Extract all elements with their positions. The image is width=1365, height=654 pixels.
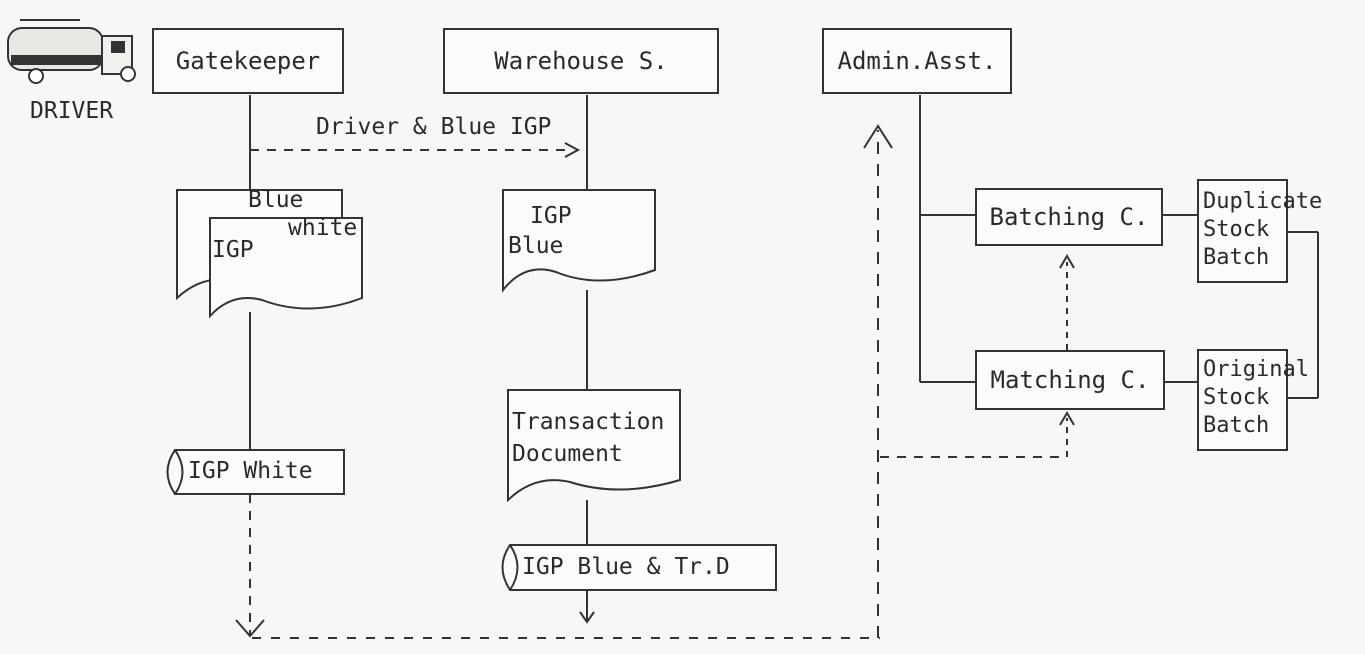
admin-box[interactable]: Admin.Asst.	[822, 28, 1012, 94]
gatekeeper-doc-line2: white	[288, 214, 357, 242]
flow-label: Driver & Blue IGP	[316, 116, 551, 139]
matching-label: Matching C.	[991, 366, 1150, 394]
duplicate-line2: Stock	[1203, 216, 1269, 243]
gatekeeper-doc-line3: IGP	[212, 236, 254, 264]
original-line2: Stock	[1203, 384, 1269, 411]
driver-label: DRIVER	[30, 100, 113, 123]
warehouse-box[interactable]: Warehouse S.	[443, 28, 719, 94]
original-line1: Original	[1203, 356, 1309, 383]
gatekeeper-box[interactable]: Gatekeeper	[152, 28, 344, 94]
gatekeeper-label: Gatekeeper	[176, 47, 321, 75]
transaction-doc-line1: Transaction	[512, 408, 664, 436]
truck-icon	[8, 20, 135, 83]
warehouse-doc-line2: Blue	[508, 232, 563, 260]
warehouse-label: Warehouse S.	[494, 47, 667, 75]
warehouse-doc-line1: IGP	[530, 202, 572, 230]
igp-blue-file-label: IGP Blue & Tr.D	[522, 553, 730, 581]
admin-label: Admin.Asst.	[838, 47, 997, 75]
matching-box[interactable]: Matching C.	[975, 350, 1165, 410]
transaction-doc-line2: Document	[512, 440, 623, 468]
igp-white-file-label: IGP White	[188, 457, 313, 485]
original-line3: Batch	[1203, 412, 1269, 439]
duplicate-line1: Duplicate	[1203, 188, 1322, 215]
duplicate-line3: Batch	[1203, 244, 1269, 271]
batching-box[interactable]: Batching C.	[975, 188, 1163, 246]
batching-label: Batching C.	[990, 203, 1149, 231]
gatekeeper-doc-line1: Blue	[248, 186, 303, 214]
